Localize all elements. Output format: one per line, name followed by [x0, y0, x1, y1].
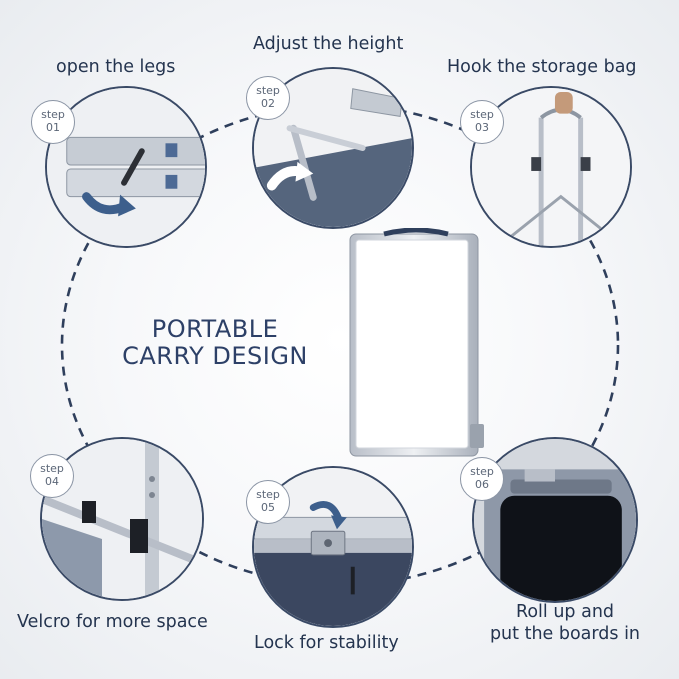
step-01-badge: step 01 — [31, 100, 75, 144]
caption-step-02: Adjust the height — [253, 34, 404, 54]
step-06-badge: step 06 — [460, 457, 504, 501]
step-06-badge-number: 06 — [475, 478, 489, 491]
step-04-badge: step 04 — [30, 454, 74, 498]
step-03-badge: step 03 — [460, 100, 504, 144]
caption-step-03: Hook the storage bag — [447, 57, 637, 77]
step-03-badge-number: 03 — [475, 121, 489, 134]
step-04-badge-word: step — [40, 462, 64, 475]
step-05-badge: step 05 — [246, 480, 290, 524]
step-01-badge-word: step — [41, 108, 65, 121]
step-03-badge-word: step — [470, 108, 494, 121]
caption-step-06: Roll up and put the boards in — [470, 601, 660, 645]
step-05-badge-word: step — [256, 488, 280, 501]
caption-step-06-line-2: put the boards in — [489, 624, 641, 644]
step-01-badge-number: 01 — [46, 121, 60, 134]
center-title: PORTABLE CARRY DESIGN — [100, 316, 330, 370]
step-06-image — [472, 437, 638, 603]
center-title-line-1: PORTABLE — [151, 315, 279, 343]
step-02-badge-word: step — [256, 84, 280, 97]
step-05-badge-number: 05 — [261, 501, 275, 514]
caption-step-05: Lock for stability — [254, 633, 399, 653]
center-title-line-2: CARRY DESIGN — [122, 342, 308, 370]
step-02-badge-number: 02 — [261, 97, 275, 110]
caption-step-04: Velcro for more space — [17, 612, 208, 632]
folded-table-image — [349, 228, 484, 457]
step-06-badge-word: step — [470, 465, 494, 478]
step-03-image — [470, 86, 632, 248]
step-04-badge-number: 04 — [45, 475, 59, 488]
caption-step-06-line-1: Roll up and — [515, 602, 615, 622]
caption-step-01: open the legs — [56, 57, 176, 77]
step-02-badge: step 02 — [246, 76, 290, 120]
